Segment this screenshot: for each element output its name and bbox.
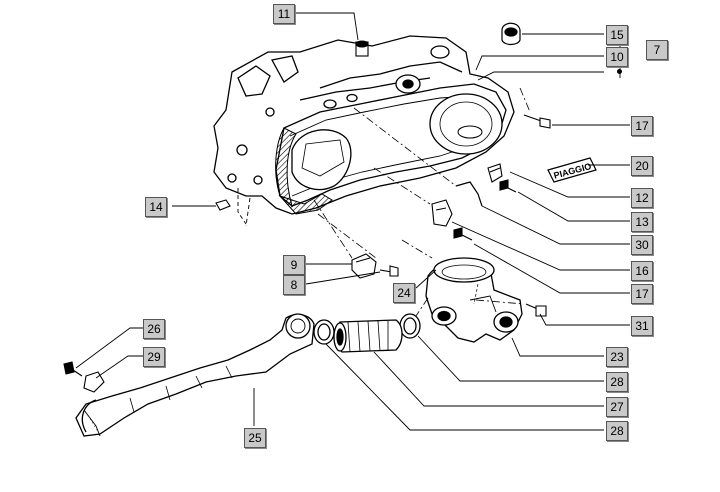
clip-part-29: [83, 371, 105, 393]
piaggio-badge-part-20: PIAGGIO: [547, 157, 597, 183]
callout-part-11: 11: [273, 4, 295, 24]
screw-part-17-lower: [453, 227, 473, 241]
callout-part-29: 29: [143, 347, 165, 367]
air-intake-pipe-part-25: [75, 313, 315, 437]
bracket-part-12: [487, 163, 503, 183]
callout-part-24: 24: [393, 283, 415, 303]
spring-clip-part-30: [455, 181, 483, 207]
callout-part-28-left: 28: [606, 421, 628, 441]
clamp-part-16: [431, 199, 453, 227]
rubber-plug-part-15: [501, 22, 521, 46]
callout-part-7: 7: [646, 40, 668, 60]
screw-part-31: [525, 303, 547, 317]
assembly-center-lines: [313, 87, 531, 317]
callout-part-14: 14: [145, 197, 167, 217]
clip-part-9: [351, 253, 377, 279]
callout-part-17-upper: 17: [631, 116, 653, 136]
screw-part-8: [379, 265, 399, 277]
screw-part-13: [499, 179, 517, 193]
callout-part-10: 10: [606, 47, 628, 67]
callout-part-9: 9: [283, 255, 305, 275]
plug-part-11: [355, 40, 369, 57]
callout-part-26: 26: [143, 319, 165, 339]
callout-part-27: 27: [606, 397, 628, 417]
leader-lines: [75, 12, 630, 431]
callout-part-31: 31: [631, 316, 653, 336]
callout-part-30: 30: [631, 235, 653, 255]
screw-part-14: [215, 199, 231, 211]
screw-part-26: [63, 361, 83, 377]
callout-part-8: 8: [283, 275, 305, 295]
callout-part-17-lower: 17: [631, 284, 653, 304]
rubber-sleeve-part-27: [333, 319, 403, 353]
callout-part-12: 12: [631, 188, 653, 208]
screw-part-17-upper: [523, 114, 551, 129]
callout-part-13: 13: [631, 212, 653, 232]
callout-part-25: 25: [244, 428, 266, 448]
callout-part-28-right: 28: [606, 372, 628, 392]
group-7-marker-dot: [617, 69, 622, 74]
hose-clamp-part-28-left: [313, 319, 335, 345]
hose-clamp-part-28-right: [399, 313, 421, 339]
callout-part-23: 23: [606, 347, 628, 367]
callout-part-15: 15: [606, 25, 628, 45]
intake-duct-part-23: [425, 257, 523, 343]
callout-part-20: 20: [631, 156, 653, 176]
callout-part-16: 16: [631, 261, 653, 281]
crankcase-cover: [213, 35, 515, 227]
